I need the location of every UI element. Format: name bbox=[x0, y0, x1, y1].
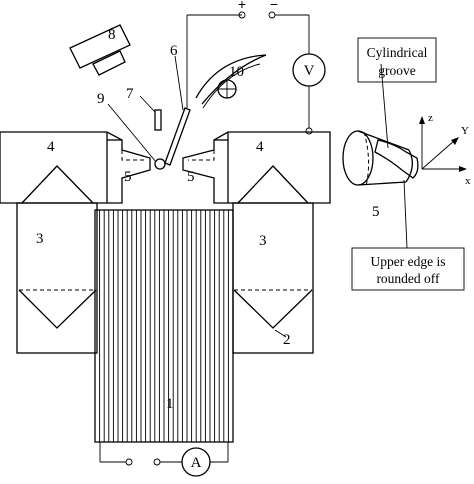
label-tip-right: 5 bbox=[187, 169, 195, 185]
label-holder-left: 4 bbox=[47, 139, 55, 155]
groove-callout-box bbox=[357, 37, 437, 83]
edge-annotation-line2: rounded off bbox=[376, 271, 440, 286]
terminal-plus bbox=[238, 11, 246, 19]
edge-annotation-line1: Upper edge is bbox=[371, 254, 446, 269]
label-secondary-coil: 2 bbox=[283, 332, 291, 348]
probe bbox=[164, 15, 191, 166]
coil-right bbox=[232, 165, 314, 354]
item-7-block bbox=[154, 109, 162, 131]
coil-left bbox=[16, 165, 98, 354]
electrode-holder-right bbox=[182, 131, 331, 204]
groove-annotation-line1: Cylindrical bbox=[367, 45, 428, 60]
electrode-detail bbox=[342, 63, 419, 249]
label-tip-left: 5 bbox=[124, 169, 132, 185]
label-coil-right: 3 bbox=[259, 233, 267, 249]
voltmeter-circuit bbox=[187, 11, 326, 135]
label-item-8: 8 bbox=[108, 27, 116, 43]
label-core: 1 bbox=[166, 396, 174, 412]
pyrometer bbox=[69, 24, 131, 76]
minus-sign: − bbox=[270, 0, 278, 12]
label-item-7: 7 bbox=[126, 86, 134, 102]
ammeter-circuit bbox=[99, 442, 229, 477]
groove-annotation-line2: groove bbox=[378, 63, 416, 78]
axes-triad bbox=[419, 116, 467, 172]
axis-x-label: x bbox=[465, 175, 471, 187]
label-holder-right: 4 bbox=[256, 139, 264, 155]
transformer-core bbox=[94, 209, 234, 443]
leader-lines bbox=[107, 55, 287, 338]
ammeter-label: A bbox=[191, 455, 202, 471]
voltmeter-label: V bbox=[304, 63, 315, 79]
sample-circle bbox=[154, 158, 166, 170]
label-item-10: 10 bbox=[229, 64, 244, 80]
electrode-holder-left bbox=[0, 131, 151, 204]
edge-callout-box bbox=[351, 247, 465, 291]
plus-sign: + bbox=[238, 0, 246, 12]
core-laminations bbox=[99, 210, 229, 442]
label-coil-left: 3 bbox=[36, 231, 44, 247]
label-detail-part: 5 bbox=[372, 204, 380, 220]
label-item-9: 9 bbox=[97, 91, 105, 107]
terminal-minus bbox=[268, 11, 276, 19]
label-item-6: 6 bbox=[170, 43, 178, 59]
axis-z-label: z bbox=[428, 112, 433, 124]
axis-y-label: Y bbox=[461, 125, 469, 137]
lamp bbox=[195, 54, 267, 109]
